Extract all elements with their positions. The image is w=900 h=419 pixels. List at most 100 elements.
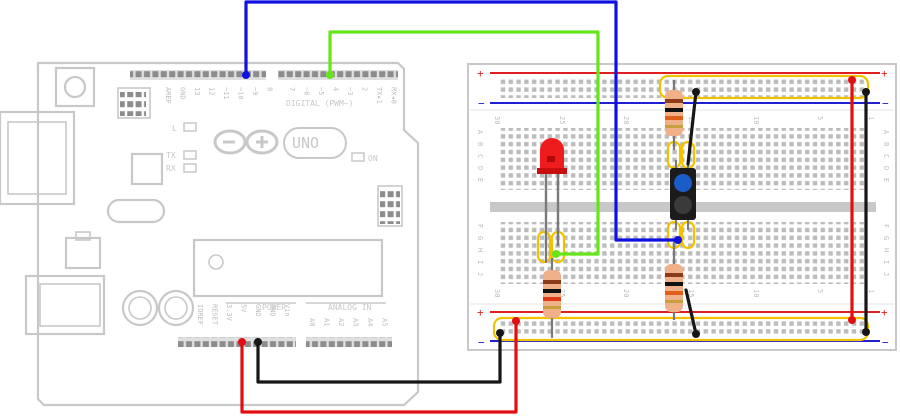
digital-pin-label: 13 — [193, 87, 201, 95]
power-pin-label: 3.3V — [225, 304, 233, 322]
atmega-chip — [192, 238, 384, 298]
row-letter-left: I — [476, 260, 484, 264]
column-number-bottom: 20 — [622, 289, 630, 297]
row-letter-right: H — [882, 248, 890, 252]
digital-pin-label: ~3 — [346, 87, 354, 95]
digital-pin-label: ~6 — [303, 87, 311, 95]
digital-pin-label: ~9 — [251, 87, 259, 95]
row-letter-right: D — [882, 166, 890, 170]
row-letter-right: A — [882, 130, 890, 135]
rail-plus-br: + — [881, 306, 888, 319]
digital-pin-label: ~5 — [317, 87, 325, 95]
sensor-resistor-top — [665, 80, 683, 150]
dc-power-jack — [24, 274, 106, 336]
column-number-top: 10 — [752, 116, 760, 124]
column-number-top: 5 — [816, 116, 824, 120]
row-letter-right: F — [882, 224, 890, 228]
reset-button — [54, 66, 96, 108]
wire-black-top-jumper — [686, 90, 698, 166]
red-led — [537, 138, 567, 246]
row-letter-right: J — [882, 272, 890, 276]
digital-pin-label: RX◂0 — [390, 87, 398, 104]
rail-minus-bl: − — [478, 336, 485, 349]
row-letter-right: C — [882, 154, 890, 158]
digital-pin-label: 2 — [361, 87, 369, 91]
power-pin-label: GND — [269, 304, 277, 317]
digital-pin-label: ~10 — [237, 87, 245, 100]
row-letter-left: F — [476, 224, 484, 228]
row-letter-right: B — [882, 142, 890, 146]
digital-pin-label: 4 — [332, 87, 340, 91]
small-chip — [130, 152, 164, 186]
usb-connector — [0, 110, 76, 206]
wire-black-ground — [256, 331, 502, 384]
arduino-labels: AREF GND 13 12 ~11 ~10 ~9 8 7 ~6 ~5 4 ~3 2 TX▸1 RX◂0IOR… — [164, 87, 398, 326]
row-letter-left: D — [476, 166, 484, 170]
column-number-top: 30 — [493, 116, 501, 124]
analog-pin-label: A4 — [366, 318, 374, 326]
digital-pin-label: AREF — [164, 87, 172, 104]
ir-sensor — [670, 160, 696, 230]
board-outline — [36, 61, 420, 407]
power-pin-label: GND — [254, 304, 262, 317]
digital-pin-label: TX▸1 — [375, 87, 383, 104]
led-rx-label: RX — [166, 164, 176, 173]
wire-blue — [244, 0, 680, 242]
led-tx — [183, 150, 197, 160]
column-number-bottom: 1 — [867, 289, 875, 293]
digital-pin-label: 7 — [288, 87, 296, 91]
capacitor — [157, 289, 195, 327]
wire-red-power — [240, 319, 518, 414]
power-label: POWER — [262, 303, 286, 312]
row-letter-left: G — [476, 236, 484, 240]
rail-plus-bl: + — [477, 306, 484, 319]
digital-label: DIGITAL (PWM~) — [286, 99, 353, 108]
wire-black-bottom-jumper — [684, 288, 698, 336]
analog-pin-label: A2 — [337, 318, 345, 326]
row-letter-left: B — [476, 142, 484, 146]
column-number-bottom: 5 — [816, 289, 824, 293]
power-pin-label: 5V — [240, 304, 248, 313]
power-pin-label: RESET — [211, 304, 219, 326]
column-number-bottom: 30 — [493, 289, 501, 297]
row-letter-right: E — [882, 178, 890, 182]
led-l — [183, 122, 197, 132]
column-number-top: 20 — [622, 116, 630, 124]
led-tx-label: TX — [166, 151, 176, 160]
icsp-header — [117, 87, 151, 119]
row-letter-left: C — [476, 154, 484, 158]
led-rx — [183, 163, 197, 173]
led-resistor — [543, 258, 561, 338]
capacitor — [121, 289, 159, 327]
digital-pin-label: ~11 — [222, 87, 230, 100]
row-letter-left: J — [476, 272, 484, 276]
voltage-regulator — [64, 236, 102, 270]
led-on — [351, 152, 365, 162]
rail-minus-tl: − — [478, 97, 485, 110]
digital-pin-label: 12 — [208, 87, 216, 95]
power-pin-label: IOREF — [196, 304, 204, 325]
crystal — [106, 198, 166, 224]
analog-pin-label: A5 — [381, 318, 389, 326]
digital-pin-label: GND — [179, 87, 187, 100]
column-number-top: 15 — [687, 116, 695, 124]
arduino-logo-icon — [213, 129, 279, 155]
column-number-top: 25 — [558, 116, 566, 124]
rail-plus-tl: + — [477, 67, 484, 80]
column-number-top: 1 — [867, 116, 875, 120]
arduino-uno-board — [0, 61, 420, 407]
uno-badge — [283, 127, 347, 159]
row-letter-left: E — [476, 178, 484, 182]
wires — [240, 0, 868, 414]
column-number-bottom: 10 — [752, 289, 760, 297]
row-letter-right: I — [882, 260, 890, 264]
rail-minus-br: − — [882, 336, 889, 349]
analog-pin-label: A3 — [352, 318, 360, 326]
analog-pin-label: A0 — [308, 318, 316, 326]
wire-green — [328, 30, 600, 256]
led-on-label: ON — [368, 154, 378, 163]
digital-pin-label: 8 — [266, 87, 274, 91]
